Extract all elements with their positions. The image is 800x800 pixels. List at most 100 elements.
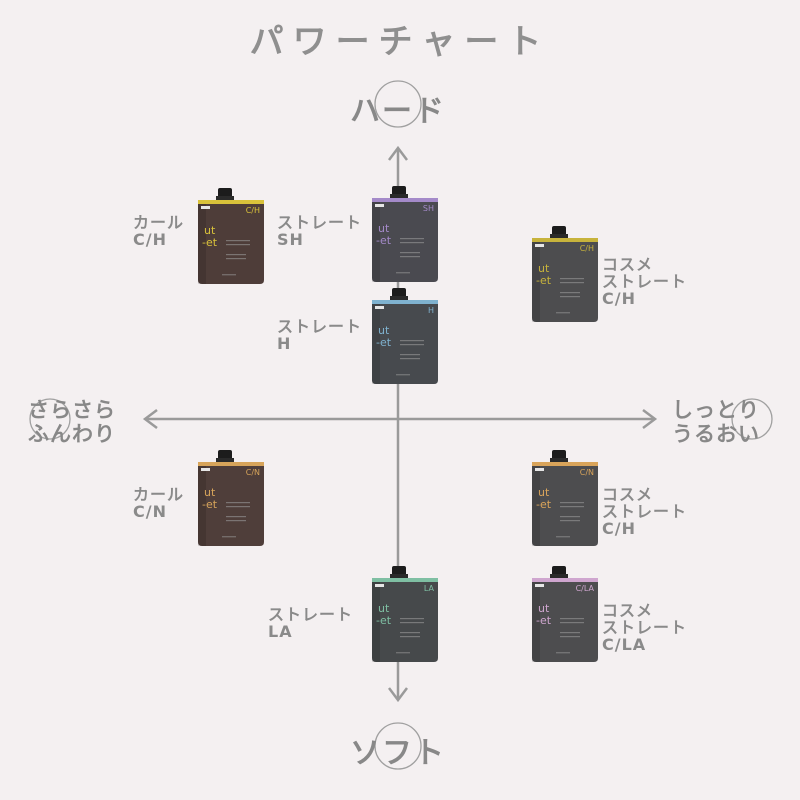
pouch-accent-strip <box>198 462 264 466</box>
pouch-accent-strip <box>198 200 264 204</box>
pouch-fine-print <box>400 636 420 638</box>
page-title: パワーチャート <box>249 22 551 62</box>
product-label-cosme-cla: コスメ ストレート C/LA <box>602 602 687 653</box>
axis-label-right-line1: しっとり <box>672 398 760 422</box>
bottom-label-circle <box>374 722 422 770</box>
product-label-cosme-ch-upper: コスメ ストレート C/H <box>602 256 687 307</box>
pouch-code: C/N <box>580 468 594 477</box>
pouch-fine-print <box>226 516 246 518</box>
pouch-footer-mark <box>222 274 236 276</box>
pouch-tag <box>375 306 384 309</box>
pouch-accent-strip <box>532 238 598 242</box>
pouch-fine-print <box>400 358 420 360</box>
arrow-left-icon <box>142 409 158 429</box>
pouch-brand-line1: ut <box>378 602 390 615</box>
pouch-fine-print <box>226 244 250 246</box>
pouch-fine-print <box>226 520 246 522</box>
product-label-line: ストレート <box>602 502 688 521</box>
pouch-graphic: C/H ut-et <box>198 188 264 284</box>
product-label-line: C/H <box>133 230 167 249</box>
pouch-fine-print <box>226 506 250 508</box>
pouch-code: C/H <box>246 206 260 215</box>
product-label-line: コスメ <box>602 601 654 620</box>
pouch-cap <box>392 566 406 576</box>
product-label-line: ストレート <box>602 618 688 637</box>
pouch-footer-mark <box>556 652 570 654</box>
pouch-fine-print <box>560 622 584 624</box>
pouch-code: H <box>428 306 434 315</box>
pouch-cap <box>552 450 566 460</box>
axis-label-top: ハード <box>350 94 446 129</box>
pouch-shade <box>198 462 206 546</box>
pouch-fine-print <box>560 278 584 280</box>
product-label-line: C/N <box>133 502 167 521</box>
pouch-code: C/H <box>580 244 594 253</box>
pouch-brand-line2: -et <box>376 336 392 349</box>
pouch-cap <box>552 566 566 576</box>
pouch-graphic: C/Nut-et <box>198 450 264 546</box>
pouch-tag <box>201 468 210 471</box>
axis-label-right-line2: うるおい <box>672 422 760 446</box>
pouch-brand-line1: ut <box>538 602 550 615</box>
pouch-shade <box>372 198 380 282</box>
pouch-brand-line1: ut <box>378 324 390 337</box>
pouch-fine-print <box>560 636 580 638</box>
pouch-fine-print <box>400 622 424 624</box>
pouch-brand-line1: ut <box>204 224 216 237</box>
axis-label-left: さらさら ふんわり <box>28 398 116 446</box>
pouch-footer-mark <box>222 536 236 538</box>
pouch-accent-strip <box>372 198 438 202</box>
axis-label-right: しっとり うるおい <box>672 398 760 446</box>
axis-label-left-line2: ふんわり <box>28 422 116 446</box>
pouch-fine-print <box>560 502 584 504</box>
pouch-fine-print <box>560 632 580 634</box>
pouch-fine-print <box>560 618 584 620</box>
pouch-fine-print <box>560 282 584 284</box>
pouch-footer-mark <box>396 652 410 654</box>
pouch-fine-print <box>400 344 424 346</box>
pouch-body <box>532 462 598 546</box>
pouch-accent-strip <box>372 300 438 304</box>
pouch-accent-strip <box>372 578 438 582</box>
product-label-curl-ch: カール C/H <box>133 214 184 248</box>
product-label-line: コスメ <box>602 255 654 274</box>
pouch-cap <box>218 188 232 198</box>
product-label-line: H <box>277 334 292 353</box>
pouch-shade <box>532 462 540 546</box>
product-label-line: カール <box>133 485 185 504</box>
pouch-fine-print <box>226 240 250 242</box>
pouch-code: C/LA <box>576 584 595 593</box>
pouch-brand-line2: -et <box>202 498 218 511</box>
pouch-brand-line2: -et <box>202 236 218 249</box>
pouch-neck <box>550 458 568 462</box>
pouch-cap <box>392 288 406 298</box>
product-label-line: カール <box>133 213 185 232</box>
pouch-graphic: Hut-et <box>372 288 438 384</box>
product-label-line: C/H <box>602 289 636 308</box>
pouch-footer-mark <box>556 312 570 314</box>
pouch-cap <box>218 450 232 460</box>
pouch-shade <box>532 578 540 662</box>
left-label-circle <box>29 398 71 440</box>
product-label-line: LA <box>268 622 293 641</box>
pouch-tag <box>375 204 384 207</box>
pouch-fine-print <box>226 502 250 504</box>
right-label-circle <box>731 398 773 440</box>
product-label-straight-sh: ストレート SH <box>277 214 362 248</box>
pouch-brand-line1: ut <box>378 222 390 235</box>
pouch-graphic: C/Nut-et <box>532 450 598 546</box>
product-label-curl-cn: カール C/N <box>133 486 184 520</box>
pouch-tag <box>535 468 544 471</box>
pouch-fine-print <box>400 618 424 620</box>
top-label-circle <box>374 80 422 128</box>
pouch-code: LA <box>424 584 435 593</box>
axis-label-bottom: ソフト <box>350 736 446 771</box>
pouch-graphic: C/Hut-et <box>532 226 598 322</box>
